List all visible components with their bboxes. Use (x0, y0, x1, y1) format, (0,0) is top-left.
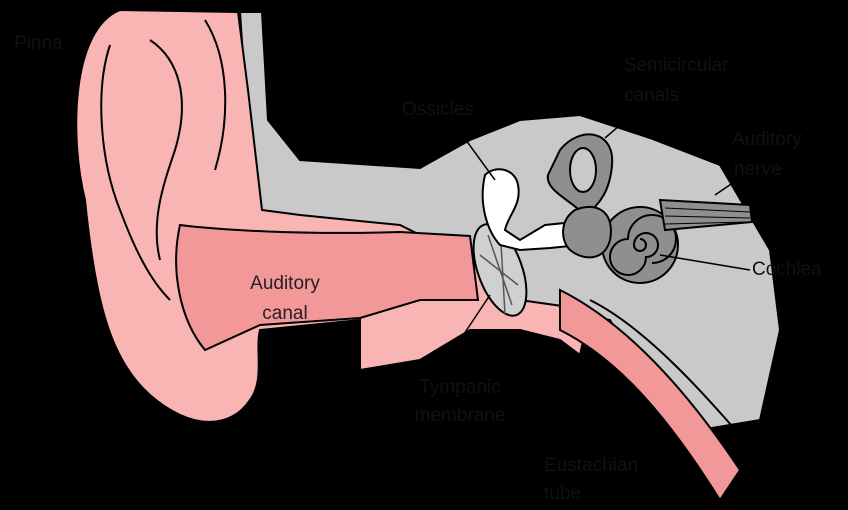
label-auditory-canal-line2: canal (230, 302, 340, 326)
vestibule-shape (563, 207, 611, 258)
label-eustachian-tube-line2: tube (544, 482, 581, 506)
label-pinna: Pinna (14, 32, 63, 56)
eustachian-leader (605, 405, 650, 455)
label-tympanic-membrane-line1: Tympanic (400, 376, 520, 400)
label-cochlea: Cochlea (752, 258, 822, 282)
label-auditory-nerve-line1: Auditory (732, 128, 802, 152)
label-semicircular-canals-line2: canals (624, 84, 679, 108)
label-semicircular-canals-line1: Semicircular (624, 54, 729, 78)
label-auditory-nerve-line2: nerve (734, 158, 782, 182)
semicircular-canal-loop (570, 148, 596, 192)
label-eustachian-tube-line1: Eustachian (544, 454, 638, 478)
label-tympanic-membrane-line2: membrane (400, 404, 520, 428)
label-auditory-canal-line1: Auditory (230, 272, 340, 296)
label-ossicles: Ossicles (402, 98, 474, 122)
